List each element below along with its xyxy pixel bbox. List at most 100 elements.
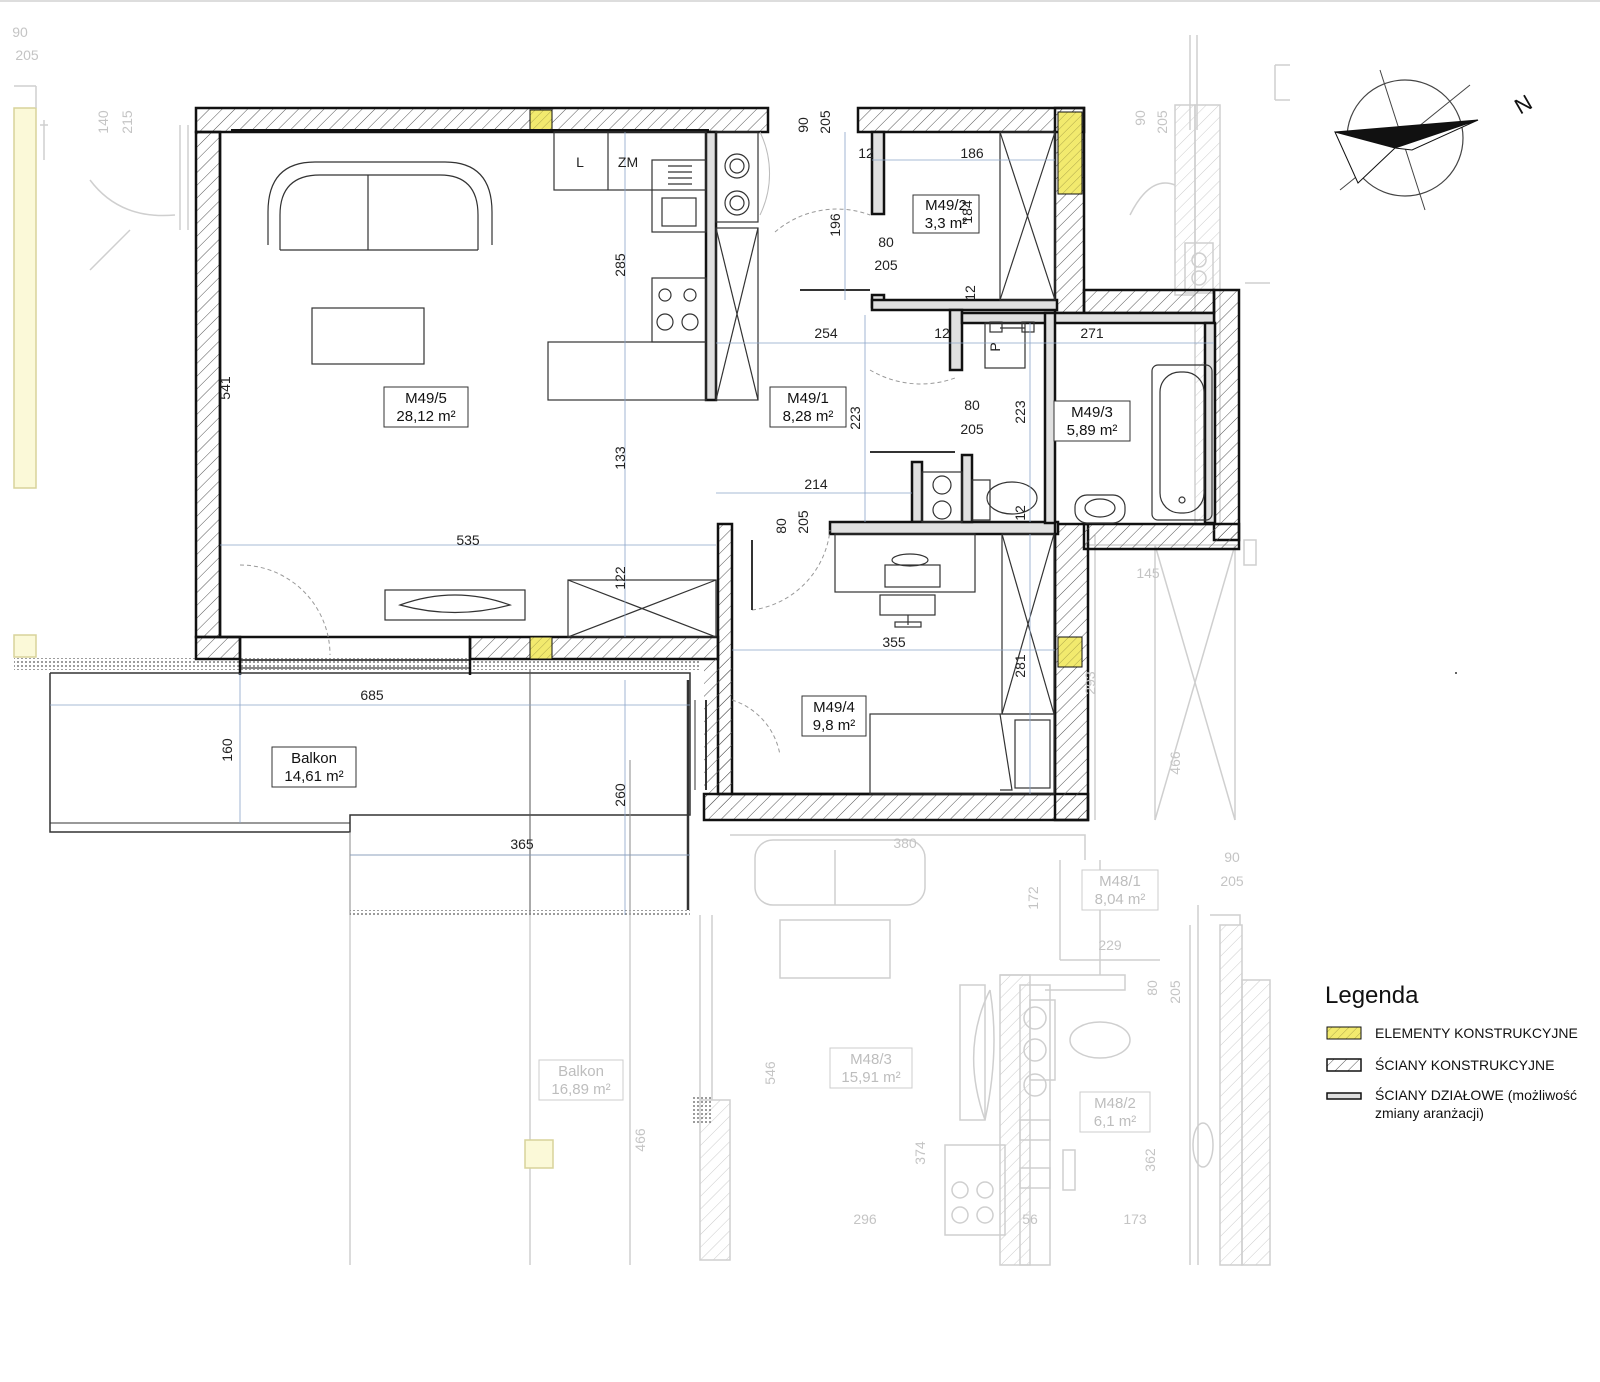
- svg-text:271: 271: [1080, 325, 1104, 341]
- balcony: [14, 658, 700, 916]
- fixture-label-l: L: [576, 154, 584, 170]
- svg-text:541: 541: [217, 376, 233, 400]
- svg-text:133: 133: [612, 446, 628, 470]
- svg-text:160: 160: [219, 738, 235, 762]
- svg-text:5,89 m²: 5,89 m²: [1067, 422, 1118, 439]
- room-label-balkon: Balkon 14,61 m²: [271, 746, 357, 788]
- legend-swatch-structural-walls: [1326, 1058, 1362, 1072]
- structural-elements: [529, 109, 1083, 668]
- svg-text:12: 12: [934, 325, 950, 341]
- svg-text:80: 80: [773, 518, 789, 534]
- room-label-m49-3: M49/3 5,89 m²: [1053, 400, 1131, 442]
- svg-text:173: 173: [1123, 1211, 1147, 1227]
- svg-text:145: 145: [1136, 565, 1160, 581]
- svg-text:380: 380: [893, 835, 917, 851]
- svg-text:205: 205: [960, 421, 984, 437]
- svg-text:466: 466: [1167, 751, 1183, 775]
- svg-text:80: 80: [878, 234, 894, 250]
- svg-text:254: 254: [814, 325, 838, 341]
- legend-label-partition-walls-line2: zmiany aranżacji): [1375, 1105, 1484, 1121]
- svg-text:260: 260: [612, 783, 628, 807]
- svg-text:56: 56: [1022, 1211, 1038, 1227]
- svg-text:M49/4: M49/4: [813, 699, 855, 716]
- legend-title: Legenda: [1325, 982, 1419, 1009]
- svg-text:172: 172: [1025, 886, 1041, 910]
- faint-dimension-labels: 90 205 140 215 90 205 145 293 466 380 90…: [12, 24, 1244, 1227]
- svg-text:215: 215: [119, 110, 135, 134]
- svg-text:90: 90: [1224, 849, 1240, 865]
- svg-text:365: 365: [510, 836, 534, 852]
- svg-text:140: 140: [95, 110, 111, 134]
- svg-text:196: 196: [827, 213, 843, 237]
- svg-text:214: 214: [804, 476, 828, 492]
- legend-swatch-structural-elements: [1326, 1026, 1362, 1040]
- svg-text:12: 12: [858, 145, 874, 161]
- svg-text:16,89 m²: 16,89 m²: [551, 1081, 610, 1098]
- svg-text:223: 223: [847, 406, 863, 430]
- structural-walls: [194, 106, 1241, 822]
- svg-text:374: 374: [912, 1141, 928, 1165]
- dimension-lines: [50, 132, 1214, 915]
- svg-text:535: 535: [456, 532, 480, 548]
- partition-walls: [231, 129, 1217, 536]
- svg-text:90: 90: [1132, 110, 1148, 126]
- svg-text:8,04 m²: 8,04 m²: [1095, 891, 1146, 908]
- legend-label-structural-elements: ELEMENTY KONSTRUKCYJNE: [1375, 1025, 1578, 1041]
- neighbour-room-labels: M48/1 8,04 m² M48/3 15,91 m² M48/2 6,1 m…: [538, 869, 1159, 1133]
- svg-text:Balkon: Balkon: [291, 750, 337, 767]
- svg-text:355: 355: [882, 634, 906, 650]
- svg-text:90: 90: [12, 24, 28, 40]
- svg-text:12: 12: [1012, 505, 1028, 521]
- svg-text:28,12 m²: 28,12 m²: [396, 408, 455, 425]
- svg-text:M49/5: M49/5: [405, 390, 447, 407]
- svg-text:Balkon: Balkon: [558, 1063, 604, 1080]
- svg-text:M48/1: M48/1: [1099, 873, 1141, 890]
- legend-label-structural-walls: ŚCIANY KONSTRUKCYJNE: [1375, 1056, 1554, 1073]
- door-swings: [239, 131, 956, 756]
- svg-text:205: 205: [1220, 873, 1244, 889]
- svg-text:3,3 m²: 3,3 m²: [925, 215, 968, 232]
- svg-text:205: 205: [817, 110, 833, 134]
- svg-text:546: 546: [762, 1061, 778, 1085]
- svg-text:14,61 m²: 14,61 m²: [284, 768, 343, 785]
- svg-text:M49/1: M49/1: [787, 390, 829, 407]
- room-label-m49-5: M49/5 28,12 m²: [383, 386, 469, 428]
- room-labels: M49/5 28,12 m² M49/1 8,28 m² M49/2 3,3 m…: [271, 194, 1131, 788]
- svg-text:205: 205: [795, 510, 811, 534]
- svg-text:186: 186: [960, 145, 984, 161]
- svg-text:90: 90: [795, 117, 811, 133]
- svg-text:205: 205: [15, 47, 39, 63]
- svg-text:685: 685: [360, 687, 384, 703]
- svg-text:205: 205: [1167, 980, 1183, 1004]
- svg-text:9,8 m²: 9,8 m²: [813, 717, 856, 734]
- compass-rose: N: [1334, 69, 1536, 211]
- svg-text:80: 80: [964, 397, 980, 413]
- svg-text:M48/3: M48/3: [850, 1051, 892, 1068]
- svg-text:80: 80: [1144, 980, 1160, 996]
- room-label-m49-1: M49/1 8,28 m²: [769, 386, 847, 428]
- svg-text:293: 293: [1082, 671, 1098, 695]
- fixture-label-zm: ZM: [618, 154, 638, 170]
- dimension-labels: 541 535 285 133 122 254 223 223 214 196 …: [217, 110, 1104, 852]
- svg-text:184: 184: [959, 200, 975, 224]
- svg-text:223: 223: [1012, 400, 1028, 424]
- legend-swatch-partition-walls: [1326, 1092, 1362, 1100]
- room-label-m49-4: M49/4 9,8 m²: [801, 695, 867, 737]
- svg-text:8,28 m²: 8,28 m²: [783, 408, 834, 425]
- furniture: [267, 131, 1213, 795]
- svg-text:122: 122: [612, 566, 628, 590]
- svg-text:12: 12: [962, 285, 978, 301]
- fixture-label-p: P: [987, 342, 1003, 351]
- svg-text:15,91 m²: 15,91 m²: [841, 1069, 900, 1086]
- compass-north-label: N: [1510, 90, 1536, 120]
- svg-text:466: 466: [632, 1128, 648, 1152]
- svg-text:205: 205: [874, 257, 898, 273]
- room-label-m49-2: M49/2 3,3 m²: [912, 194, 980, 234]
- svg-text:296: 296: [853, 1211, 877, 1227]
- svg-text:281: 281: [1012, 654, 1028, 678]
- svg-text:M49/3: M49/3: [1071, 404, 1113, 421]
- legend-label-partition-walls: ŚCIANY DZIAŁOWE (możliwość: [1375, 1086, 1577, 1103]
- legend: Legenda ELEMENTY KONSTRUKCYJNE ŚCIANY KO…: [1325, 982, 1578, 1121]
- svg-text:229: 229: [1098, 937, 1122, 953]
